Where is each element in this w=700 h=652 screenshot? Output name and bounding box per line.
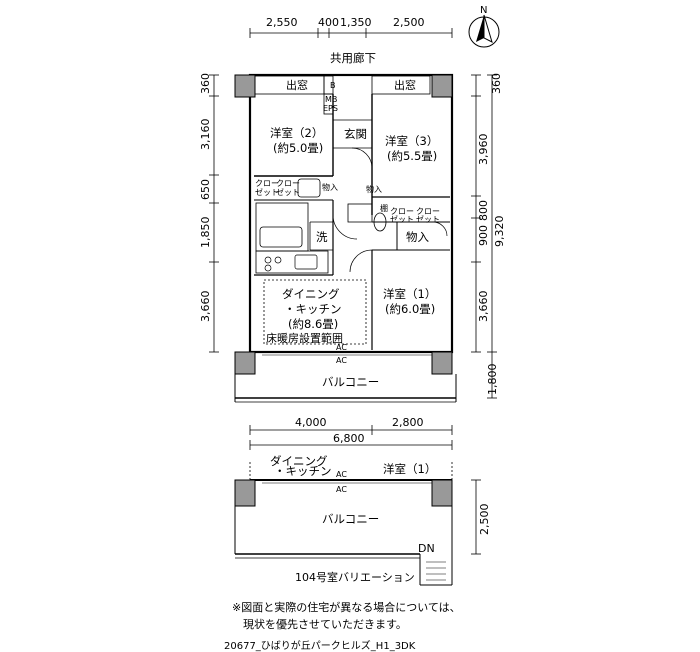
western2-area: (約5.0畳) (273, 141, 323, 155)
unit-walls (248, 73, 454, 356)
balcony (234, 374, 457, 403)
western1-label: 洋室（1） (383, 287, 436, 301)
dim-left-2: 3,160 (199, 119, 212, 151)
dim-bottom-2: 2,800 (392, 416, 424, 429)
right-dim-labels: 360 3,960 800 900 3,660 1,800 9,320 (477, 73, 506, 395)
closet-a-1: クロー (255, 179, 279, 188)
western3-label: 洋室（3） (385, 134, 438, 148)
closet-d-2: ゼット (416, 214, 440, 224)
dim-right-6: 1,800 (486, 364, 499, 396)
bottom-dimensions (249, 425, 453, 450)
storage-label: 物入 (406, 230, 429, 244)
storage-small-label-2: 物入 (366, 184, 382, 194)
wash-label: 洗 (316, 230, 328, 244)
right-dimensions (471, 74, 497, 399)
variation-western1: 洋室（1） (383, 462, 436, 476)
dim-left-3: 650 (199, 179, 212, 200)
western1-area: (約6.0畳) (385, 302, 435, 316)
variation-title: 104号室バリエーション (295, 570, 415, 584)
dim-bottom-1: 4,000 (295, 416, 327, 429)
dim-right-7: 9,320 (493, 216, 506, 248)
note-line-2: 現状を優先させていただきます。 (232, 618, 407, 631)
corridor-label: 共用廊下 (330, 51, 376, 65)
dim-top-2: 400 (318, 16, 339, 29)
dim-left-1: 360 (199, 73, 212, 94)
mb-label: MB (325, 95, 337, 104)
dim-right-4: 900 (477, 225, 490, 246)
variation-dining-1: ダイニング (270, 454, 328, 468)
dining-label-2: ・キッチン (284, 302, 342, 316)
eps-label: EPS (323, 104, 338, 113)
ac-label-lower: AC (336, 356, 347, 365)
dim-left-4: 1,850 (199, 217, 212, 249)
left-dimensions (209, 74, 219, 353)
bay-window-label-right: 出窓 (394, 78, 416, 92)
variation-plan (234, 462, 481, 586)
variation-dining-2: ・キッチン (274, 464, 332, 478)
dim-right-3: 800 (477, 200, 490, 221)
variation-dim: 2,500 (478, 504, 491, 536)
dim-top-3: 1,350 (340, 16, 372, 29)
note-line-1: ※図面と実際の住宅が異なる場合については、 (232, 601, 461, 614)
western3-area: (約5.5畳) (387, 149, 437, 163)
variation-balcony: バルコニー (322, 512, 379, 526)
north-label: N (480, 5, 487, 16)
top-dimensions (249, 28, 453, 38)
dim-right-1: 360 (490, 73, 503, 94)
closet-b-1: クロー (276, 179, 300, 188)
storage-small-label: 物入 (322, 182, 338, 192)
footer-filename: 20677_ひばりが丘パークヒルズ_H1_3DK (224, 641, 416, 652)
dining-area: (約8.6畳) (288, 317, 338, 331)
north-arrow-icon: N (468, 5, 500, 48)
dim-left-5: 3,660 (199, 291, 212, 323)
disclaimer-note: ※図面と実際の住宅が異なる場合については、 現状を優先させていただきます。 (232, 599, 461, 633)
western2-label: 洋室（2） (270, 126, 323, 140)
shelf-label: 棚 (380, 203, 388, 213)
variation-ac-upper: AC (336, 470, 347, 479)
entrance-label: 玄関 (344, 127, 367, 141)
dining-label-1: ダイニング (282, 287, 340, 301)
columns (234, 74, 453, 375)
dim-top-4: 2,500 (393, 16, 425, 29)
balcony-label: バルコニー (322, 375, 379, 389)
closet-a-2: ゼット (255, 187, 279, 197)
dim-top-1: 2,550 (266, 16, 298, 29)
bay-window-label-left: 出窓 (286, 78, 308, 92)
closet-d-1: クロー (416, 207, 440, 216)
dim-bottom-3: 6,800 (333, 432, 365, 445)
b-label: B (330, 81, 336, 90)
dim-right-2: 3,960 (477, 134, 490, 166)
closet-b-2: ゼット (276, 187, 300, 197)
floor-heating-label: 床暖房設置範囲 (266, 331, 343, 345)
closet-c-1: クロー (390, 207, 414, 216)
variation-dn: DN (418, 542, 435, 555)
dim-right-5: 3,660 (477, 291, 490, 323)
left-dim-labels: 360 3,160 650 1,850 3,660 (199, 73, 212, 322)
closet-c-2: ゼット (390, 214, 414, 224)
ac-label-upper: AC (336, 343, 347, 352)
variation-ac-lower: AC (336, 485, 347, 494)
